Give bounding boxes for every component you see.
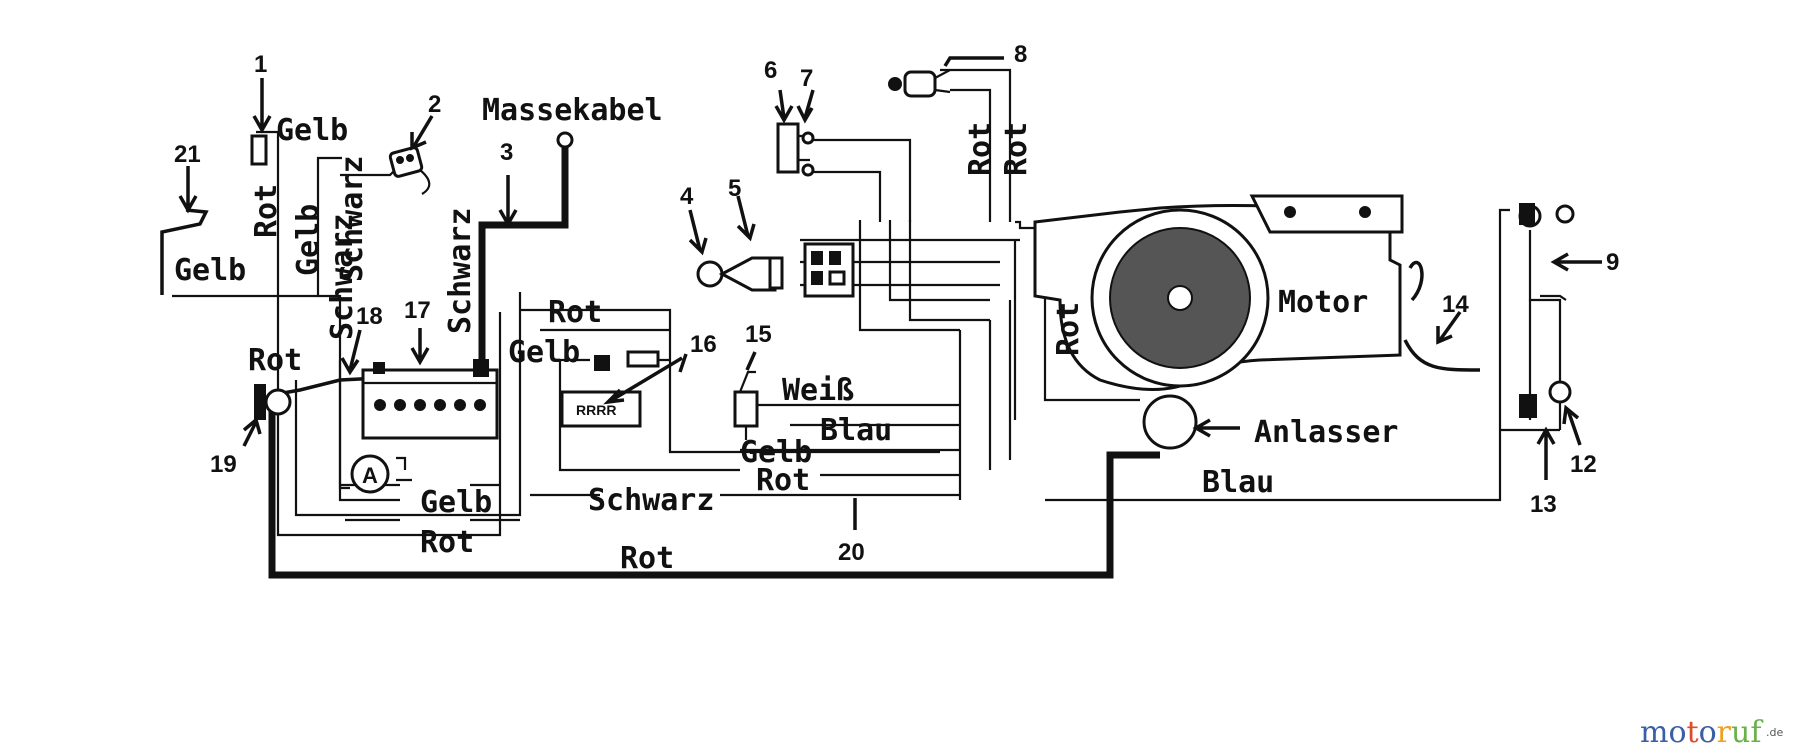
motor	[1033, 194, 1404, 392]
components: RRRR	[160, 69, 1575, 494]
label-massekabel: Massekabel	[482, 93, 663, 128]
label-rot-bottom: Rot	[620, 541, 674, 576]
component-4-5-ignition-switch	[696, 242, 855, 298]
callouts	[178, 56, 1602, 530]
number-1: 1	[254, 51, 267, 78]
label-rot-mid: Rot	[756, 463, 810, 498]
number-3: 3	[500, 139, 513, 166]
circle-a	[350, 454, 390, 494]
label-blau-2: Blau	[1202, 465, 1274, 500]
number-2: 2	[428, 91, 441, 118]
label-rot-a: Rot	[420, 525, 474, 560]
number-9: 9	[1606, 249, 1619, 276]
label-gelb-left-vertical: Gelb	[291, 204, 326, 276]
component-19-socket	[254, 384, 292, 420]
watermark-suffix: .de	[1766, 726, 1783, 739]
wires	[172, 68, 1562, 537]
part-numbers: 1 2 3 4 5 6 7 8 9 12 13 14 15 16 17 18 1…	[174, 41, 1619, 566]
number-4: 4	[680, 183, 694, 210]
number-21: 21	[174, 141, 201, 168]
label-rot-8b: Rot	[999, 122, 1034, 176]
label-circle-a: A	[362, 463, 378, 488]
component-1-terminal	[250, 134, 268, 166]
number-7: 7	[800, 65, 813, 92]
label-gelb-21: Gelb	[174, 253, 246, 288]
svg-text:RRRR: RRRR	[576, 402, 616, 418]
label-schwarz-vertical-3: Schwarz	[443, 208, 478, 334]
component-8-fuse-holder	[888, 69, 951, 98]
number-15: 15	[745, 321, 772, 348]
component-9-12-13-contacts	[1518, 203, 1575, 418]
label-gelb-mid: Gelb	[740, 435, 812, 470]
number-19: 19	[210, 451, 237, 478]
component-15-switch	[733, 370, 759, 440]
watermark-letter: o	[1699, 715, 1717, 750]
number-8: 8	[1014, 41, 1027, 68]
label-schwarz-bottom: Schwarz	[588, 483, 714, 518]
component-21-hook	[160, 208, 209, 295]
watermark-logo: motoruf .de	[1640, 715, 1783, 750]
label-gelb-a: Gelb	[420, 485, 492, 520]
component-2-connector	[388, 146, 431, 195]
number-17: 17	[404, 297, 431, 324]
label-blau-1: Blau	[820, 413, 892, 448]
label-gelb-16: Gelb	[508, 335, 580, 370]
label-weiss: Weiß	[782, 373, 854, 408]
label-rot-16: Rot	[548, 295, 602, 330]
watermark-letter: f	[1750, 715, 1763, 750]
component-17-battery	[361, 359, 499, 440]
watermark-text: motoruf	[1640, 715, 1763, 750]
component-3-ground-end	[556, 131, 574, 149]
component-6-7-switch	[776, 122, 815, 177]
label-rot-19: Rot	[248, 343, 302, 378]
label-gelb-top: Gelb	[276, 113, 348, 148]
number-5: 5	[728, 175, 741, 202]
thick-cables	[268, 140, 1481, 579]
number-18: 18	[356, 303, 383, 330]
number-6: 6	[764, 57, 777, 84]
label-rot-8a: Rot	[963, 122, 998, 176]
label-motor: Motor	[1278, 285, 1368, 320]
number-20: 20	[838, 539, 865, 566]
starter	[1142, 394, 1198, 450]
wire-labels: Gelb Rot Gelb Schwarz Schwarz Schwarz Ma…	[174, 93, 1399, 576]
label-schwarz-vertical-1: Schwarz	[335, 156, 370, 282]
watermark-letter: t	[1687, 715, 1699, 750]
number-16: 16	[690, 331, 717, 358]
watermark-letter: r	[1717, 715, 1732, 750]
number-12: 12	[1570, 451, 1597, 478]
label-anlasser: Anlasser	[1254, 415, 1399, 450]
watermark-letter: u	[1731, 715, 1750, 750]
number-13: 13	[1530, 491, 1557, 518]
watermark-letter: m	[1640, 715, 1668, 750]
label-rot-motor: Rot	[1051, 302, 1086, 356]
label-rot-left-vertical: Rot	[249, 184, 284, 238]
watermark-letter: o	[1668, 715, 1686, 750]
label-schwarz-vertical-2: Schwarz	[325, 214, 360, 340]
component-16-relay: RRRR	[560, 350, 660, 428]
number-14: 14	[1442, 291, 1469, 318]
